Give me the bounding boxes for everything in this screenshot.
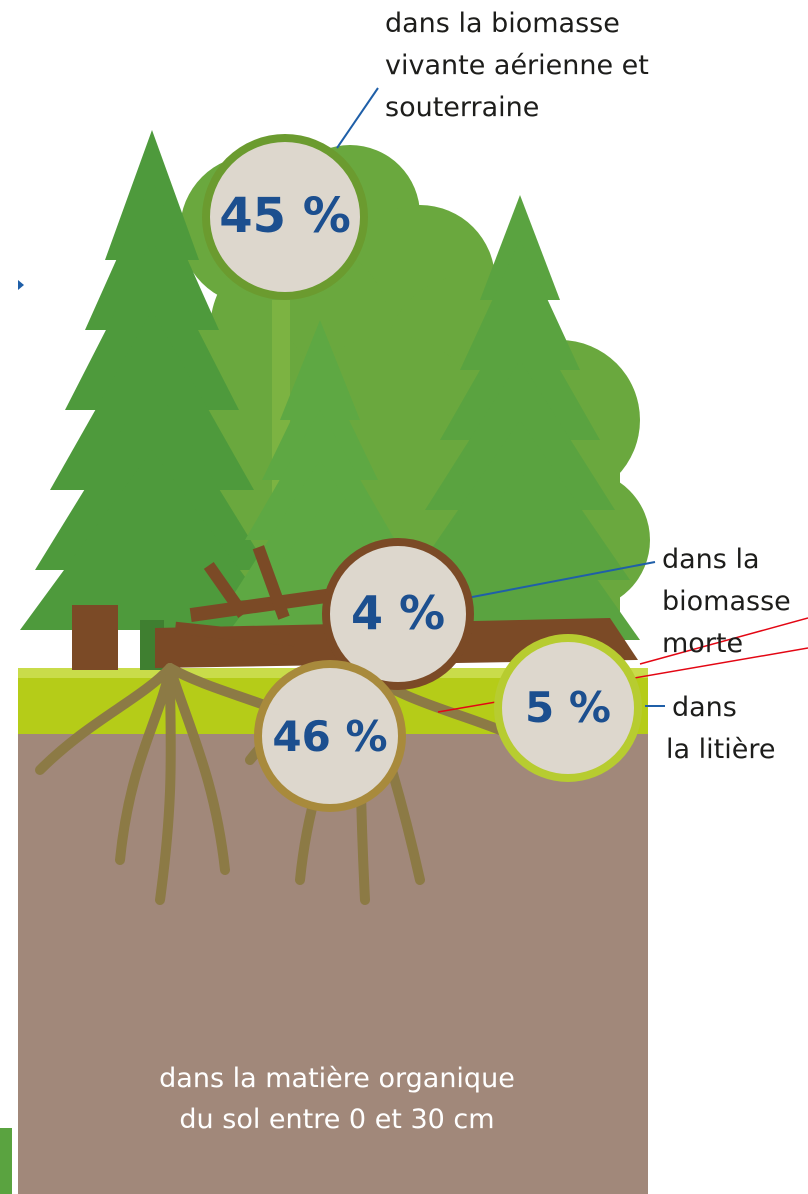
label-4-line-2: biomasse (662, 586, 791, 617)
label-45-line-2: vivante aérienne et (385, 50, 649, 81)
circle-5: 5 % (494, 634, 642, 782)
label-5: dans la litière (666, 692, 775, 765)
label-5-line-2: la litière (666, 734, 775, 765)
label-5-line-1: dans (672, 692, 737, 723)
leader-line-4 (466, 561, 656, 599)
label-45: dans la biomasse vivante aérienne et sou… (385, 8, 649, 123)
conifer-left (20, 130, 284, 670)
value-46: 46 % (272, 712, 387, 761)
label-45-line-1: dans la biomasse (385, 8, 620, 39)
label-4-line-3: morte (662, 628, 743, 659)
value-5: 5 % (525, 683, 611, 732)
label-46: dans la matière organique du sol entre 0… (159, 1063, 515, 1135)
edge-marker (18, 280, 24, 290)
label-4: dans la biomasse morte (662, 544, 791, 659)
label-45-line-3: souterraine (385, 92, 539, 123)
label-4-line-1: dans la (662, 544, 760, 575)
leader-line-red-1 (639, 617, 808, 665)
leader-line-45 (336, 87, 379, 149)
label-46-line-1: dans la matière organique (159, 1063, 515, 1094)
label-46-line-2: du sol entre 0 et 30 cm (179, 1104, 494, 1135)
circle-46: 46 % (254, 660, 406, 812)
tree-stump (72, 605, 118, 670)
edge-green-tab (0, 1128, 12, 1194)
value-45: 45 % (219, 188, 351, 244)
circle-4: 4 % (322, 538, 474, 690)
value-4: 4 % (351, 586, 445, 640)
circle-45: 45 % (202, 134, 368, 300)
